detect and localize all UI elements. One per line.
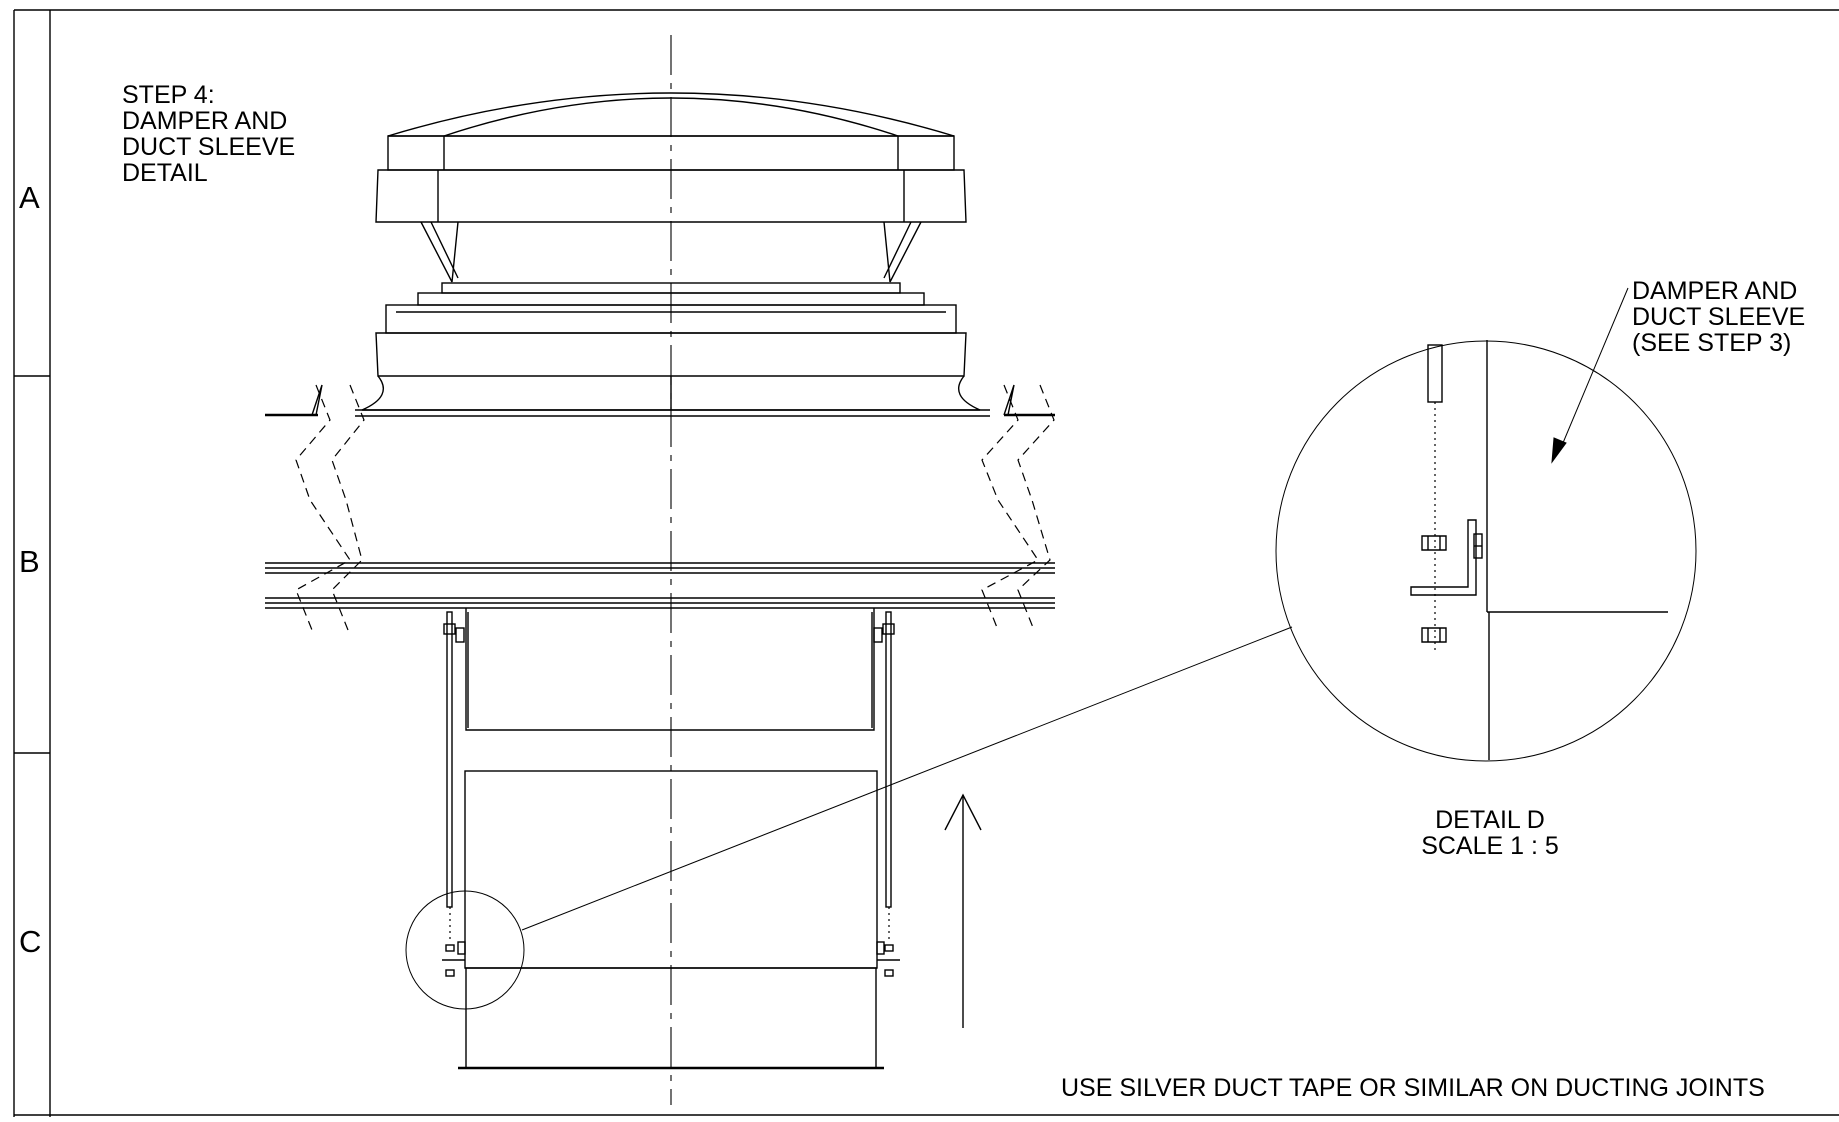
roof-deck <box>265 409 1055 609</box>
detail-d-view <box>1275 340 1697 762</box>
damper-sleeve <box>443 608 895 908</box>
lower-duct <box>442 770 900 1070</box>
step-title-line: DETAIL <box>122 159 208 187</box>
duct-tape-note: USE SILVER DUCT TAPE OR SIMILAR ON DUCTI… <box>1061 1074 1765 1102</box>
step-title-line: DUCT SLEEVE <box>122 133 296 161</box>
step-title-line: STEP 4: <box>122 81 215 109</box>
zone-label-c: C <box>19 924 42 959</box>
detail-scale: SCALE 1 : 5 <box>1421 832 1559 860</box>
break-lines <box>295 384 1055 631</box>
step-title-line: DAMPER AND <box>122 107 288 135</box>
callout-arrow <box>1551 287 1629 464</box>
detail-marker-circle <box>405 890 525 1010</box>
zone-label-a: A <box>19 180 40 215</box>
detail-leader-line <box>521 626 1293 931</box>
callout-line: DUCT SLEEVE <box>1632 303 1806 331</box>
detail-name: DETAIL D <box>1435 806 1545 834</box>
detail-label: DETAIL D SCALE 1 : 5 <box>1400 807 1580 859</box>
callout-line: DAMPER AND <box>1632 277 1798 305</box>
damper-callout: DAMPER AND DUCT SLEEVE (SEE STEP 3) <box>1632 278 1805 356</box>
callout-line: (SEE STEP 3) <box>1632 329 1792 357</box>
step-title: STEP 4: DAMPER AND DUCT SLEEVE DETAIL <box>122 82 295 186</box>
zone-label-b: B <box>19 544 40 579</box>
install-direction-arrow <box>944 793 982 1028</box>
sheet-border <box>13 9 1839 1117</box>
